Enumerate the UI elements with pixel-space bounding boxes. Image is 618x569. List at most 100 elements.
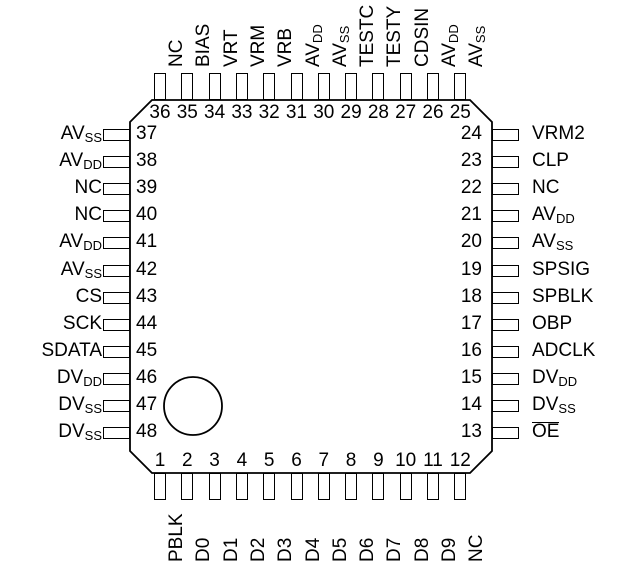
pin-number-25: 25: [449, 102, 471, 123]
pin-lead-17: [492, 318, 519, 331]
pin-number-29: 29: [340, 102, 362, 123]
pin-lead-21: [492, 210, 519, 223]
pin-lead-45: [103, 345, 130, 358]
pin-lead-23: [492, 156, 519, 169]
pin-number-22: 22: [460, 177, 482, 199]
pin-label-10: D8: [411, 537, 433, 562]
pin-label-21: AVDD: [532, 204, 575, 227]
pin-lead-34: [208, 73, 221, 100]
pin-lead-14: [492, 400, 519, 412]
pin-label-44: SCK: [62, 312, 102, 334]
pin-lead-16: [492, 345, 519, 358]
pin-label-37: AVSS: [60, 123, 102, 145]
pin-number-48: 48: [136, 421, 158, 443]
chip-body: [129, 99, 493, 474]
pin-label-18: SPBLK: [532, 285, 594, 307]
pin-label-26: AVDD: [439, 24, 461, 67]
pin-number-17: 17: [460, 312, 482, 334]
pin-lead-22: [492, 183, 519, 196]
pin-lead-46: [103, 372, 130, 385]
pin-lead-13: [492, 427, 519, 440]
pin-lead-11: [427, 473, 439, 500]
pin-number-21: 21: [460, 204, 482, 226]
pin-label-33: VRM: [247, 24, 269, 67]
pin-number-26: 26: [422, 102, 444, 123]
pin-label-40: NC: [74, 204, 102, 226]
pin-number-39: 39: [136, 177, 158, 199]
pin-number-11: 11: [423, 450, 443, 471]
pin-label-5: D3: [275, 537, 297, 562]
pin-number-12: 12: [449, 450, 471, 471]
pin-lead-27: [399, 73, 412, 100]
pin-number-18: 18: [460, 285, 482, 307]
pin-number-24: 24: [460, 123, 482, 144]
pin-lead-48: [103, 427, 130, 440]
pin-lead-33: [235, 73, 248, 100]
pin-label-38: AVDD: [59, 150, 102, 173]
pin-label-17: OBP: [532, 312, 573, 334]
pin-lead-38: [103, 156, 130, 169]
pin-number-41: 41: [136, 231, 158, 253]
pin-label-14: DVSS: [532, 394, 576, 416]
pin-label-6: D4: [302, 537, 324, 562]
pin-lead-42: [103, 264, 130, 277]
pin-label-31: AVDD: [302, 24, 325, 67]
pin-lead-20: [492, 237, 519, 250]
pin-label-36: NC: [166, 39, 187, 67]
pin-number-1: 1: [154, 450, 166, 471]
pin-number-2: 2: [182, 450, 193, 471]
pin-lead-4: [235, 473, 248, 500]
pin-number-4: 4: [236, 450, 248, 471]
pin-number-23: 23: [460, 150, 482, 172]
pin-number-7: 7: [318, 450, 330, 471]
pin-number-34: 34: [204, 102, 226, 123]
pin-lead-43: [103, 291, 130, 304]
pin-lead-25: [454, 73, 467, 100]
pin-lead-44: [103, 318, 130, 331]
pin-label-34: VRT: [220, 29, 242, 67]
pin-lead-15: [492, 372, 519, 385]
pin-lead-2: [181, 473, 194, 500]
pin-label-27: CDSIN: [411, 7, 433, 67]
pin-number-40: 40: [136, 204, 158, 226]
pin-lead-8: [345, 473, 358, 500]
pin-lead-3: [208, 473, 221, 500]
pin-lead-1: [154, 473, 166, 500]
pin1-indicator-circle: [163, 376, 223, 436]
pin-number-3: 3: [209, 450, 220, 471]
pin-number-32: 32: [258, 102, 280, 123]
pin-lead-26: [427, 73, 439, 100]
pin-label-32: VRB: [275, 27, 297, 67]
pin-number-45: 45: [136, 339, 158, 361]
pin-number-19: 19: [460, 258, 482, 280]
pin-label-11: D9: [439, 537, 460, 562]
pin-lead-36: [154, 73, 166, 100]
pin-number-8: 8: [345, 450, 357, 471]
pin-lead-29: [345, 73, 358, 100]
pin-number-15: 15: [460, 366, 482, 388]
pin-label-39: NC: [74, 177, 102, 199]
pin-lead-12: [454, 473, 467, 500]
pin-lead-31: [290, 73, 303, 100]
pin-number-16: 16: [460, 339, 482, 361]
pin-number-30: 30: [313, 102, 335, 123]
pin-label-9: D7: [384, 537, 406, 562]
pin-label-1: PBLK: [166, 513, 187, 562]
pin-label-41: AVDD: [59, 231, 102, 254]
pin-label-8: D6: [357, 537, 379, 562]
pin-number-38: 38: [136, 150, 158, 172]
pin-label-15: DVDD: [532, 366, 578, 389]
pin-lead-47: [103, 400, 130, 412]
pin-number-43: 43: [136, 285, 158, 307]
pin-number-47: 47: [136, 394, 158, 415]
pin-label-20: AVSS: [532, 231, 574, 254]
pin-lead-40: [103, 210, 130, 223]
pin-label-28: TESTY: [384, 5, 406, 67]
pin-lead-5: [263, 473, 276, 500]
pin-label-7: D5: [329, 537, 351, 562]
pin-lead-41: [103, 237, 130, 250]
pin-label-29: TESTC: [357, 4, 379, 67]
pin-lead-39: [103, 183, 130, 196]
pin-label-19: SPSIG: [532, 258, 591, 280]
